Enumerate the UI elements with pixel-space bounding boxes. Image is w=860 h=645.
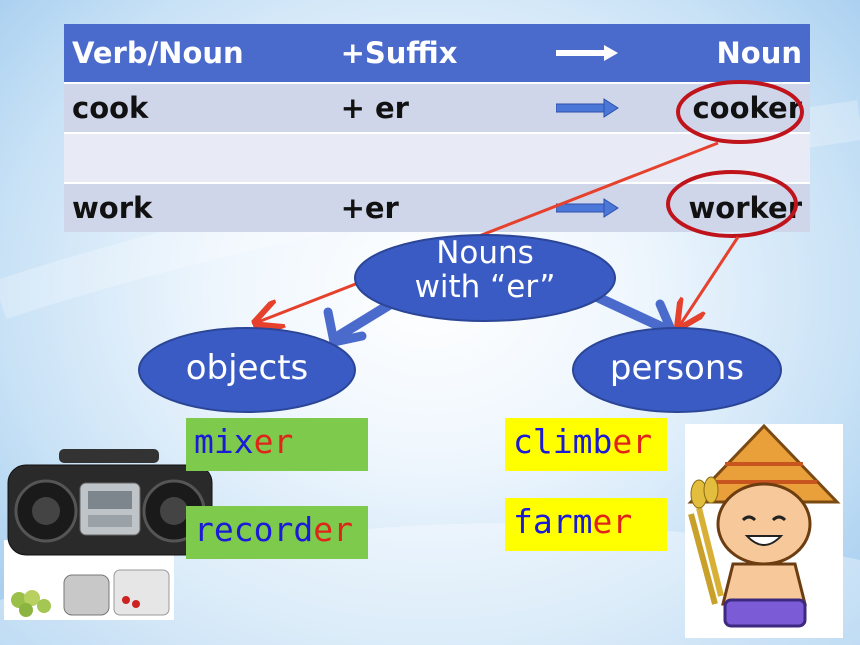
word-recorder: recorder: [186, 506, 368, 559]
cell-noun: cooker: [680, 83, 810, 134]
cell-verb: cook: [64, 83, 333, 134]
word-climber: climber: [505, 418, 667, 471]
right-arrow-icon: [556, 45, 619, 61]
row-arrow-empty: [548, 133, 681, 184]
cell-verb: work: [64, 183, 333, 232]
farmer-cartoon-icon: [685, 423, 843, 638]
cell-noun: [680, 133, 810, 184]
boombox-icon: [4, 443, 216, 567]
header-suffix: +Suffix: [332, 24, 549, 84]
table-row: cook + er cooker: [64, 83, 810, 134]
cell-noun: worker: [680, 183, 810, 232]
word-mixer: mixer: [186, 418, 368, 471]
cell-suffix: +er: [332, 183, 549, 232]
header-verb-noun: Verb/Noun: [64, 24, 333, 84]
word-stem: mix: [194, 422, 254, 461]
persons-label: persons: [609, 348, 745, 388]
word-stem: record: [194, 510, 314, 549]
table-row: work +er worker: [64, 183, 810, 232]
suffix-table: Verb/Noun +Suffix Noun cook + er cooker …: [64, 24, 810, 232]
center-label-line2: with “er”: [414, 269, 556, 306]
objects-label: objects: [185, 348, 309, 388]
word-suffix: er: [253, 422, 294, 461]
header-noun: Noun: [680, 24, 810, 84]
word-farmer: farmer: [505, 498, 667, 551]
cell-suffix: + er: [332, 83, 549, 134]
table-row: [64, 133, 810, 184]
table-header-row: Verb/Noun +Suffix Noun: [64, 24, 810, 84]
word-suffix: er: [612, 422, 653, 461]
cell-suffix: [332, 133, 549, 184]
header-arrow: [548, 24, 681, 84]
word-suffix: er: [592, 502, 633, 541]
right-arrow-icon: [556, 198, 619, 218]
row-arrow: [548, 183, 681, 232]
center-ellipse-label: Nouns with “er”: [385, 236, 585, 304]
center-label-line1: Nouns: [436, 235, 534, 271]
right-arrow-icon: [556, 98, 619, 118]
word-stem: climb: [513, 422, 613, 461]
row-arrow: [548, 83, 681, 134]
cell-verb: [64, 133, 333, 184]
word-stem: farm: [513, 502, 593, 541]
word-suffix: er: [313, 510, 353, 549]
